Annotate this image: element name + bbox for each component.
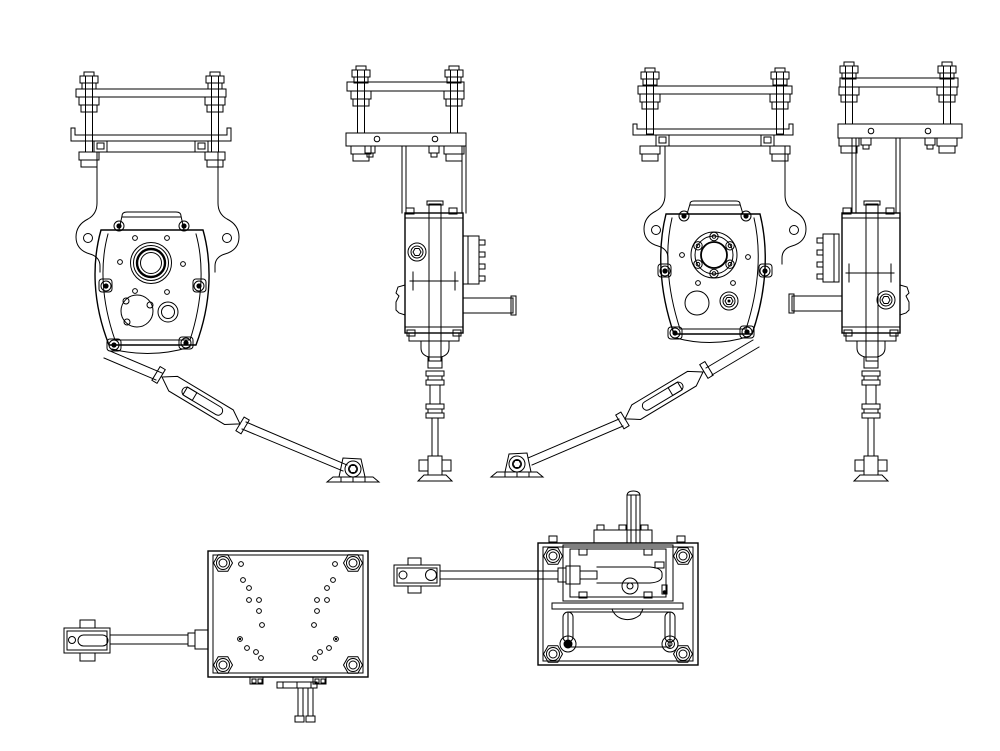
cover-plate [120,294,154,328]
torque-arm [103,350,348,472]
hanger-frame [345,65,467,214]
oil-plug [157,301,179,323]
side-bracket [395,284,406,316]
hub-flange [690,231,738,279]
hanger-frame [837,61,963,214]
lower-strap-plan [551,602,684,653]
anchor-foot [417,455,453,482]
gearbox-side [395,200,517,362]
top-cap [118,211,185,231]
torque-arm [527,339,760,466]
input-bore [130,242,172,284]
channel-bracket [70,127,232,142]
oil-plug [407,242,427,262]
turnbuckle [151,365,251,435]
gearbox-rear [657,200,773,344]
anchor-foot [327,458,379,482]
view-top-left [63,550,369,723]
hanger-plate [643,145,807,265]
base-plate [207,550,369,678]
hub-tube [865,203,879,362]
oil-plug [719,291,739,311]
gearbox-front [94,211,210,355]
shaft-plan [249,676,327,723]
ink-layer [63,61,963,723]
turnbuckle [614,360,714,430]
torque-arm-plan [63,619,209,662]
channel-bracket [632,123,794,136]
top-cap [686,200,744,215]
view-top-right [393,490,699,666]
hanger-frame [70,71,232,168]
torque-arm-plan [393,557,668,595]
view-front-left [70,71,379,482]
backstop-flange [462,235,486,285]
cover-plate [684,290,710,316]
mount-block [345,132,467,147]
gearbox-side [788,200,910,362]
housing-outline [94,229,210,346]
torque-arm [420,340,450,457]
view-side-right [788,61,963,482]
view-front-right [491,67,807,477]
pivot-boss [621,577,639,595]
oil-plug [876,290,896,310]
hub-tube [428,203,442,362]
output-shaft [788,293,843,314]
backstop-flange [816,233,840,283]
torque-arm [856,340,886,457]
mount-block [837,123,963,139]
ink-color [63,61,963,723]
hanger-frame [632,67,794,162]
anchor-foot [491,453,543,477]
side-bracket [899,284,910,316]
anchor-foot [853,455,889,482]
output-shaft [462,295,517,316]
view-side-left [345,65,517,482]
bolt-hole-pattern [237,561,339,661]
